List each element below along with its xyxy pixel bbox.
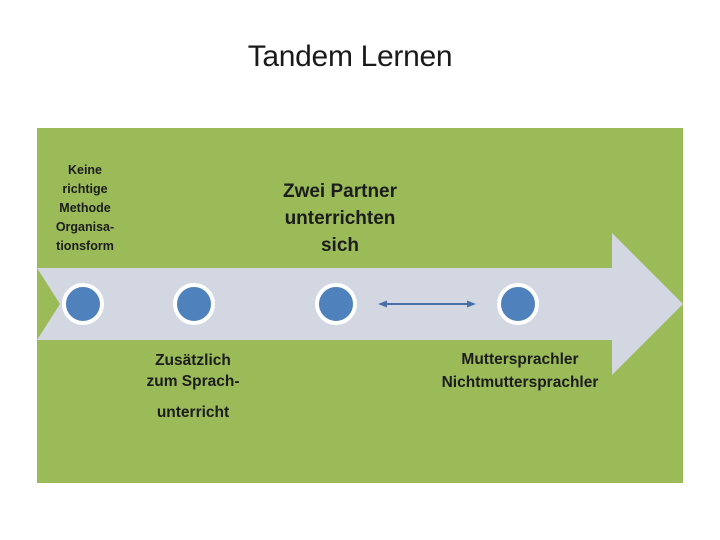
label-line: Methode [59,201,111,215]
process-arrow-head-icon [612,233,683,375]
label-line: Nichtmuttersprachler [441,374,599,391]
timeline-node-3 [315,283,357,325]
label-line: tionsform [56,239,114,253]
label-line: Zwei Partner [282,181,398,202]
label-line: Muttersprachler [461,351,579,368]
label-line: zum Sprach- [146,373,240,390]
process-arrow-tail-notch [37,268,60,340]
label-line: unterricht [156,404,230,421]
label-speakers: Muttersprachler Nichtmuttersprachler [410,348,630,394]
label-line: sich [320,235,360,256]
label-additional: Zusätzlich zum Sprach- unterricht [133,350,253,423]
label-line: richtige [62,182,108,196]
label-line: unterrichten [284,208,396,229]
label-method: Keine richtige Methode Organisa- tionsfo… [45,161,125,256]
content-panel: Keine richtige Methode Organisa- tionsfo… [37,128,683,483]
double-arrow-connector-icon [378,300,476,308]
label-partners: Zwei Partner unterrichten sich [250,178,430,259]
timeline-node-1 [62,283,104,325]
label-line: Zusätzlich [155,352,231,369]
label-line: Organisa- [55,220,115,234]
timeline-node-4 [497,283,539,325]
label-line: Keine [67,163,103,177]
timeline-node-2 [173,283,215,325]
slide-title: Tandem Lernen [247,40,453,73]
